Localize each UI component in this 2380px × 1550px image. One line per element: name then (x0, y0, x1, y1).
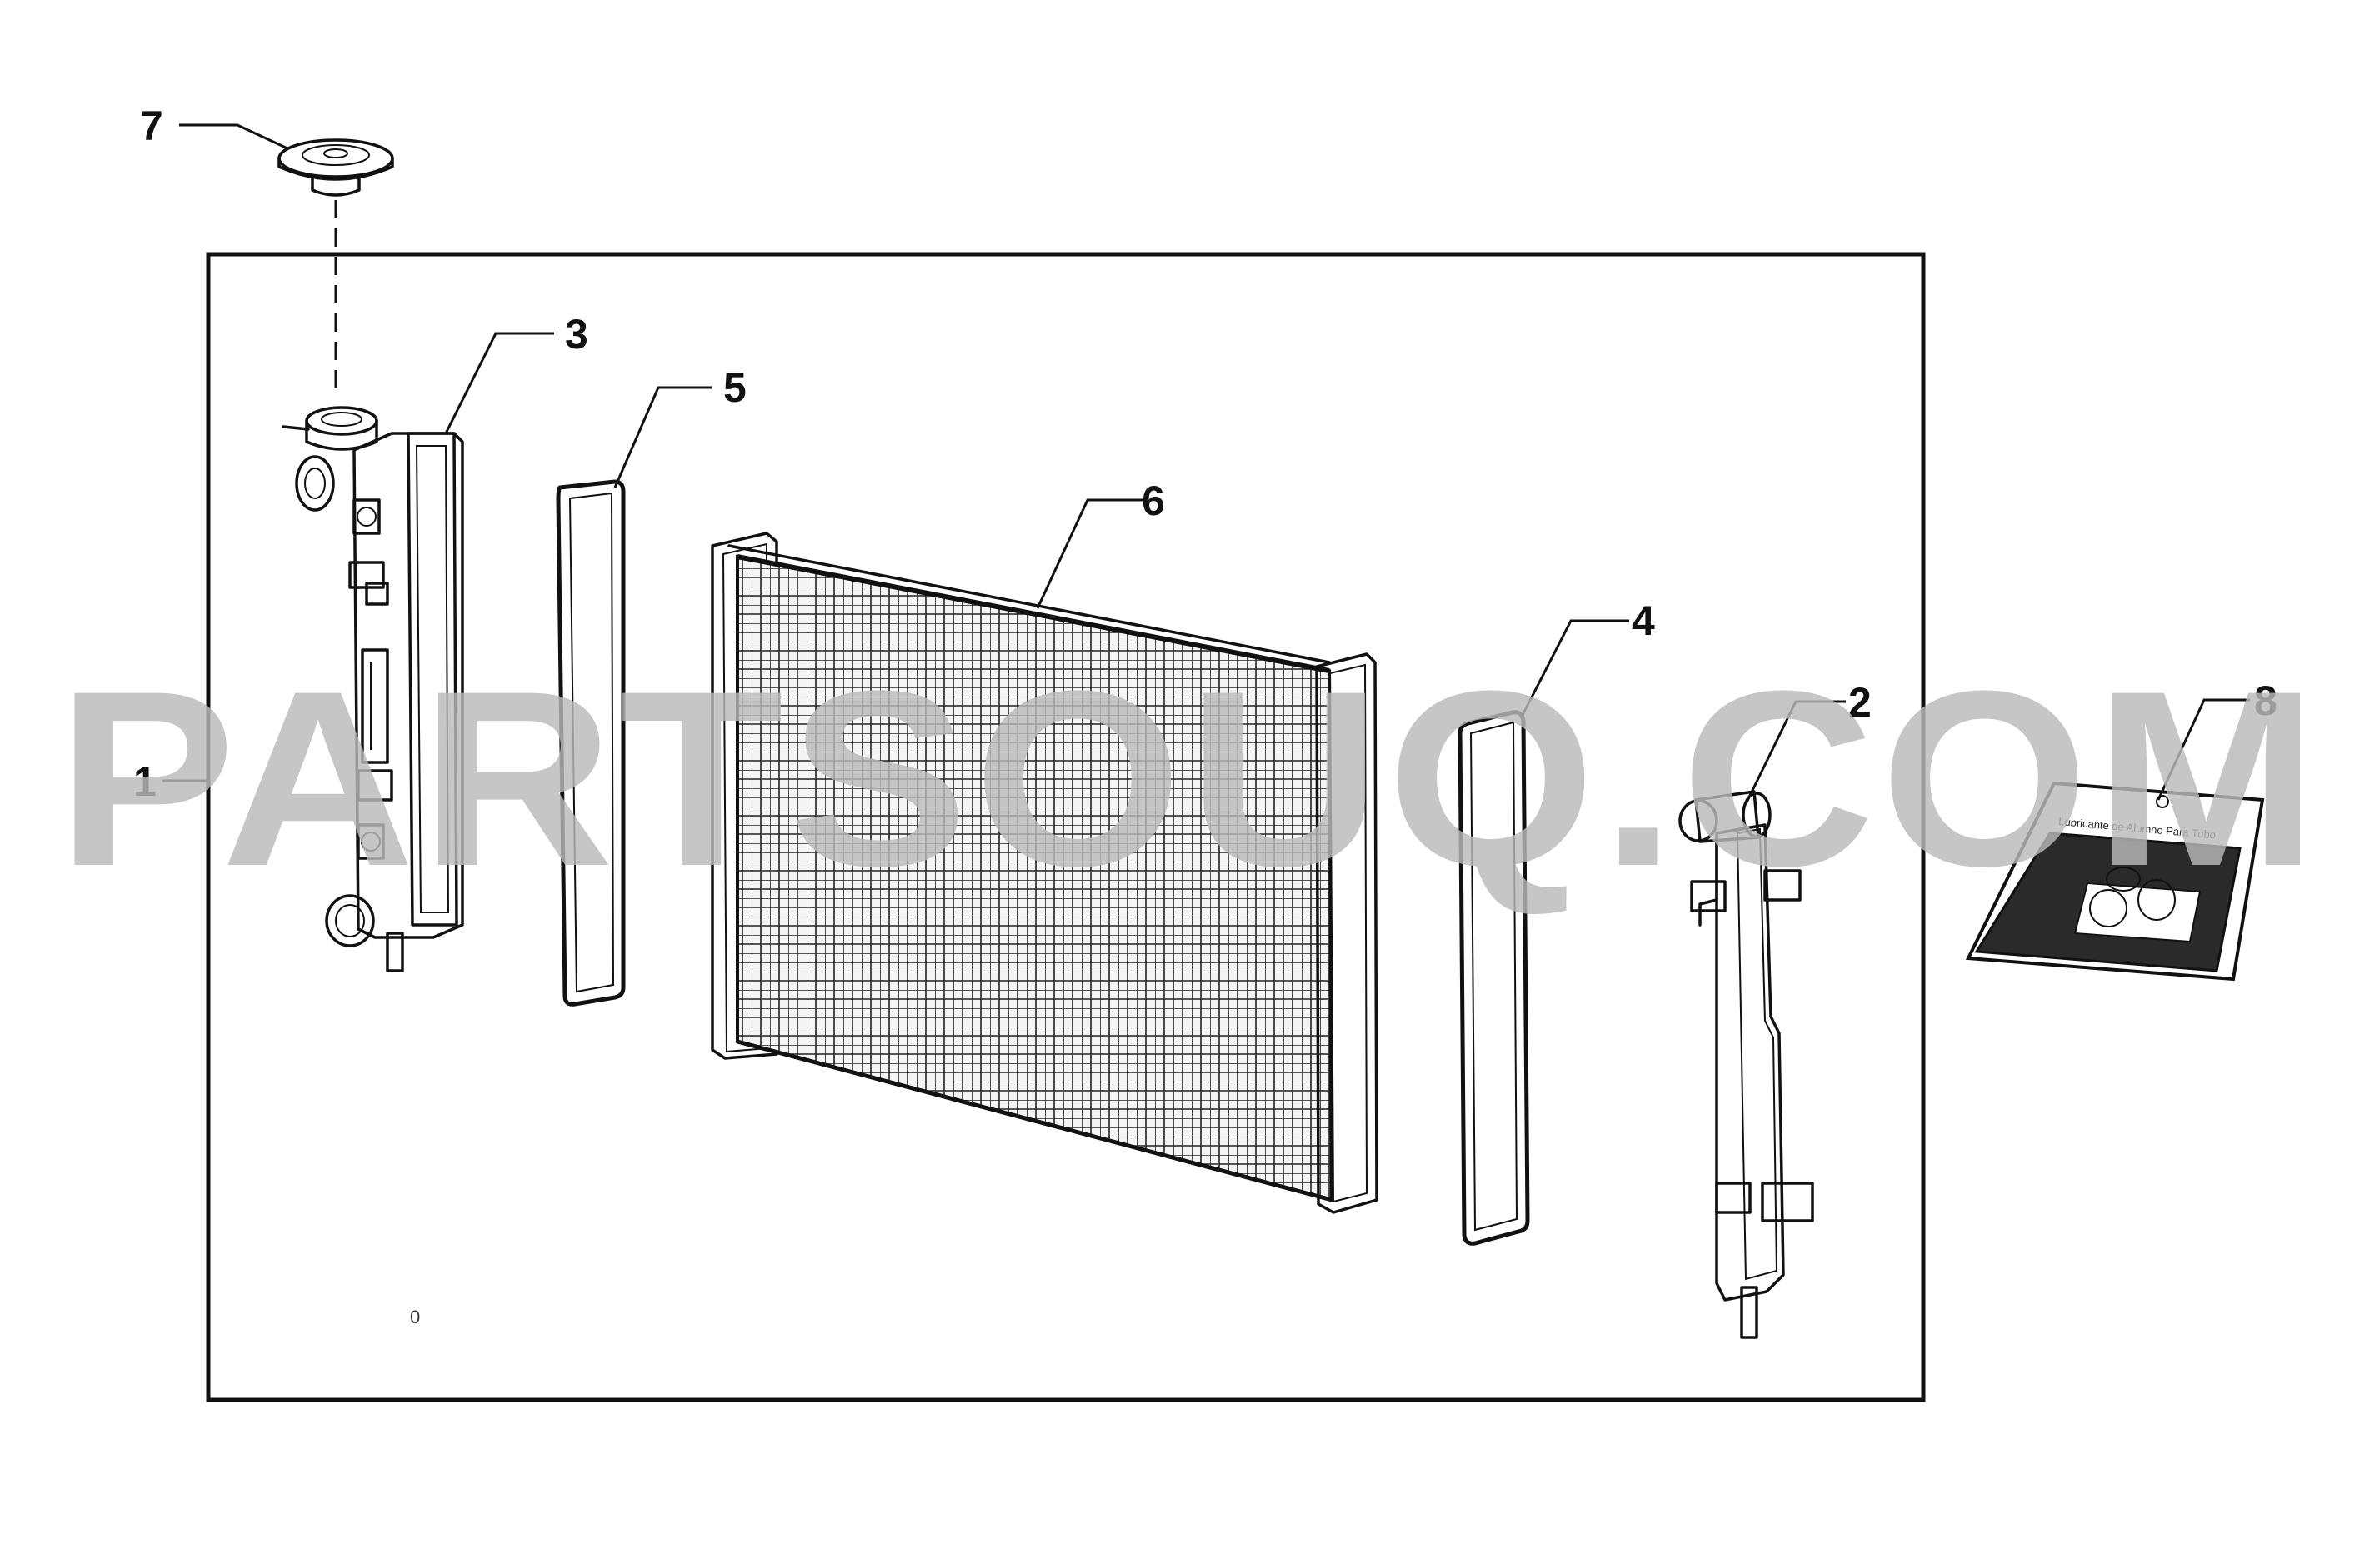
callout-1: 1 (133, 758, 157, 805)
left-tank (282, 406, 464, 972)
callout-7: 7 (140, 102, 163, 149)
callout-2: 2 (1848, 679, 1872, 726)
leader-8 (2157, 698, 2250, 801)
leader-3 (444, 332, 554, 434)
radiator-cap (278, 138, 394, 197)
right-tank (1678, 790, 1814, 1339)
callout-3: 3 (565, 311, 588, 358)
stray-mark: 0 (410, 1307, 420, 1328)
leader-6 (1036, 498, 1146, 609)
lubricant-package: Lubricante de Alumno Para Tubo (1965, 781, 2265, 982)
callout-4: 4 (1632, 598, 1655, 644)
watermark-text: PARTSOUQ.COM (57, 638, 2323, 918)
leader-7 (179, 123, 288, 150)
callout-8: 8 (2254, 678, 2278, 724)
callout-5: 5 (723, 364, 747, 411)
leader-5 (613, 386, 712, 488)
assembly-frame (206, 252, 1926, 1402)
leader-4 (1519, 619, 1629, 719)
radiator-core (711, 532, 1378, 1214)
left-gasket (556, 479, 626, 1007)
callout-6: 6 (1142, 478, 1165, 524)
leader-2 (1744, 700, 1846, 805)
